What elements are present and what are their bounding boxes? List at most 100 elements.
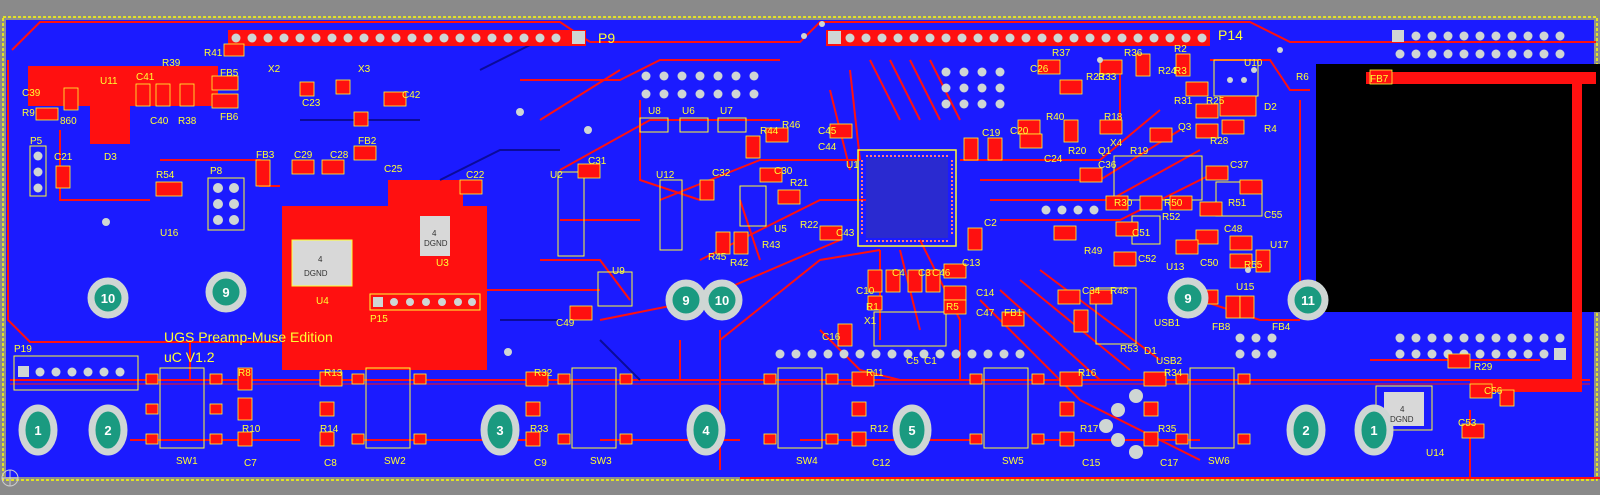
header-p14[interactable] <box>826 30 1210 46</box>
ref-r9: R9 <box>22 108 35 119</box>
ref-c21: C21 <box>54 152 73 163</box>
ref-r40: R40 <box>1046 112 1065 123</box>
ref-u17: U17 <box>1270 240 1289 251</box>
mount-hole <box>1287 279 1329 321</box>
ref-r11: R11 <box>866 368 884 379</box>
ref-u6: U6 <box>682 106 695 117</box>
ref-r33a: R33 <box>1098 72 1117 83</box>
ref-sw3: SW3 <box>590 456 612 467</box>
ref-r25: R25 <box>1206 96 1225 107</box>
cutout <box>1316 64 1600 312</box>
ref-r33: R33 <box>530 424 549 435</box>
ref-r51: R51 <box>1228 198 1247 209</box>
mounting-holes <box>18 271 1394 456</box>
ref-c23: C23 <box>302 98 321 109</box>
ref-c31: C31 <box>588 156 607 167</box>
header-p19[interactable] <box>13 355 139 391</box>
ref-c45: C45 <box>818 126 837 137</box>
smd-ics <box>159 59 1433 449</box>
mount-hole <box>701 279 743 321</box>
silkscreen-labels: P9 P14 P19 P15 P8 P5 UGS Preamp-Muse Edi… <box>14 27 1503 469</box>
ref-r45: R45 <box>708 252 727 263</box>
header-p5-label: P5 <box>30 136 43 147</box>
ref-r29: R29 <box>1474 362 1493 373</box>
ref-fb6: FB6 <box>220 112 239 123</box>
ref-fb3: FB3 <box>256 150 275 161</box>
mount-hole <box>18 404 58 456</box>
passive-pads <box>35 43 1515 447</box>
ref-r23: R23 <box>1086 72 1105 83</box>
header-p19-label: P19 <box>14 344 32 355</box>
mount-hole <box>88 404 128 456</box>
ref-u11: U11 <box>100 76 118 87</box>
ref-fb8: FB8 <box>1212 322 1231 333</box>
ref-c51: C51 <box>1132 228 1151 239</box>
top-copper-fills <box>28 66 1596 392</box>
ref-fb7: FB7 <box>1370 74 1389 85</box>
mount-hole <box>1167 277 1209 319</box>
mcu-u1[interactable] <box>857 149 957 247</box>
ref-fb4: FB4 <box>1272 322 1291 333</box>
ref-c44: C44 <box>818 142 837 153</box>
ref-r8: R8 <box>238 368 251 379</box>
header-p15[interactable] <box>369 293 481 311</box>
ref-r6: R6 <box>1296 72 1309 83</box>
ref-c43: C43 <box>836 228 855 239</box>
ref-usb2: USB2 <box>1156 356 1183 367</box>
ref-c56: C56 <box>1484 386 1503 397</box>
ref-r5: R5 <box>946 302 959 313</box>
header-p8[interactable] <box>207 177 245 231</box>
header-right-bottom[interactable] <box>1235 333 1567 361</box>
ref-u10: U10 <box>1244 58 1263 69</box>
ref-c55: C55 <box>1264 210 1283 221</box>
hole-label: 10 <box>101 291 115 306</box>
hole-label: 1 <box>34 423 41 438</box>
ref-c32: C32 <box>712 168 731 179</box>
ref-r20: R20 <box>1068 146 1087 157</box>
ref-u7: U7 <box>720 106 733 117</box>
header-p9[interactable] <box>228 30 586 46</box>
ref-860: 860 <box>60 116 77 127</box>
ref-r12: R12 <box>870 424 889 435</box>
ref-r46: R46 <box>782 120 801 131</box>
ref-sw2: SW2 <box>384 456 406 467</box>
ref-r14: R14 <box>320 424 339 435</box>
hole-label: 9 <box>222 285 229 300</box>
ref-c25: C25 <box>384 164 403 175</box>
ref-u13: U13 <box>1166 262 1185 273</box>
ref-x1: X1 <box>864 316 877 327</box>
ref-u12: U12 <box>656 170 675 181</box>
ref-r10: R10 <box>242 424 261 435</box>
ref-r50: R50 <box>1164 198 1183 209</box>
header-center-grid[interactable] <box>641 67 1099 359</box>
ref-r30: R30 <box>1114 198 1133 209</box>
ref-r17: R17 <box>1080 424 1099 435</box>
ref-r22: R22 <box>800 220 819 231</box>
ref-c12: C12 <box>872 458 891 469</box>
ref-r35: R35 <box>1158 424 1177 435</box>
ref-fb1: FB1 <box>1004 308 1023 319</box>
header-p8-label: P8 <box>210 166 223 177</box>
ref-c16: C16 <box>822 332 841 343</box>
ref-u2: U2 <box>550 170 563 181</box>
ref-c53: C53 <box>1458 418 1477 429</box>
ref-c48: C48 <box>1224 224 1243 235</box>
hole-label: 3 <box>496 423 503 438</box>
header-p5[interactable] <box>29 145 47 197</box>
ref-c14: C14 <box>976 288 995 299</box>
ref-c29: C29 <box>294 150 313 161</box>
header-right-top[interactable] <box>1392 30 1565 59</box>
ref-r54: R54 <box>156 170 175 181</box>
ref-c17: C17 <box>1160 458 1179 469</box>
hole-label: 11 <box>1301 293 1315 308</box>
ref-r39: R39 <box>162 58 181 69</box>
mount-hole <box>1286 404 1326 456</box>
ref-c52: C52 <box>1138 254 1157 265</box>
board-version: uC V1.2 <box>164 349 215 365</box>
hole-label: 2 <box>104 423 111 438</box>
dgnd-u3-txt: DGND <box>424 239 448 248</box>
ref-fb5: FB5 <box>220 68 239 79</box>
header-p14-label: P14 <box>1218 27 1243 43</box>
ref-u9: U9 <box>612 266 625 277</box>
ref-c9: C9 <box>534 458 547 469</box>
